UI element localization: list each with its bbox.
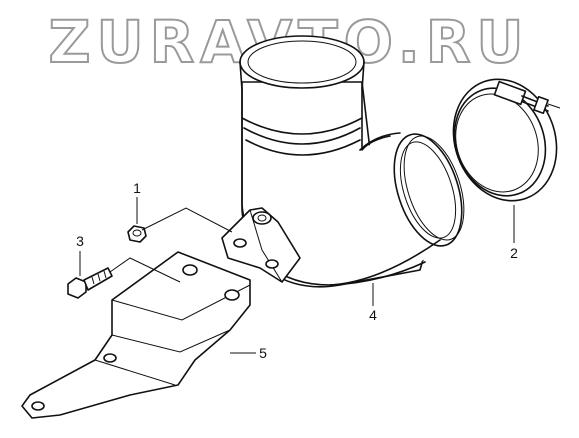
elbow-pipe <box>239 35 465 288</box>
assembly-guide-lines <box>109 207 233 283</box>
callout-5: 5 <box>259 345 267 361</box>
callout-1: 1 <box>133 180 141 196</box>
callout-3: 3 <box>76 233 84 249</box>
hose-clamp <box>452 78 561 202</box>
leader-lines <box>79 197 515 354</box>
callout-2: 2 <box>510 245 518 261</box>
callout-4: 4 <box>369 307 377 323</box>
elbow-mount-lug <box>221 207 301 283</box>
mounting-bracket <box>21 251 251 419</box>
nut <box>127 225 147 243</box>
bolt <box>67 267 113 299</box>
